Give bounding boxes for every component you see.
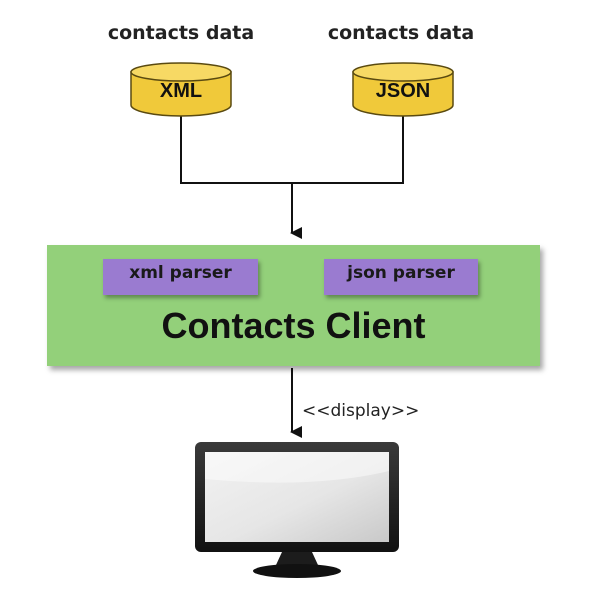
json-format-label: JSON	[375, 80, 431, 102]
contacts-client-box: xml parser json parser Contacts Client	[47, 245, 540, 366]
xml-source-title: contacts data	[107, 22, 255, 44]
xml-format-label: XML	[159, 80, 203, 102]
json-database-cylinder-icon: JSON	[351, 61, 455, 119]
contacts-client-title: Contacts Client	[161, 305, 426, 346]
xml-database-cylinder-icon: XML	[129, 61, 233, 119]
json-parser-box: json parser	[324, 259, 478, 295]
json-source-title: contacts data	[327, 22, 475, 44]
monitor-icon	[194, 441, 400, 588]
merge-connector	[180, 111, 404, 239]
display-stereotype-label: <<display>>	[302, 401, 420, 421]
xml-parser-box: xml parser	[103, 259, 258, 295]
